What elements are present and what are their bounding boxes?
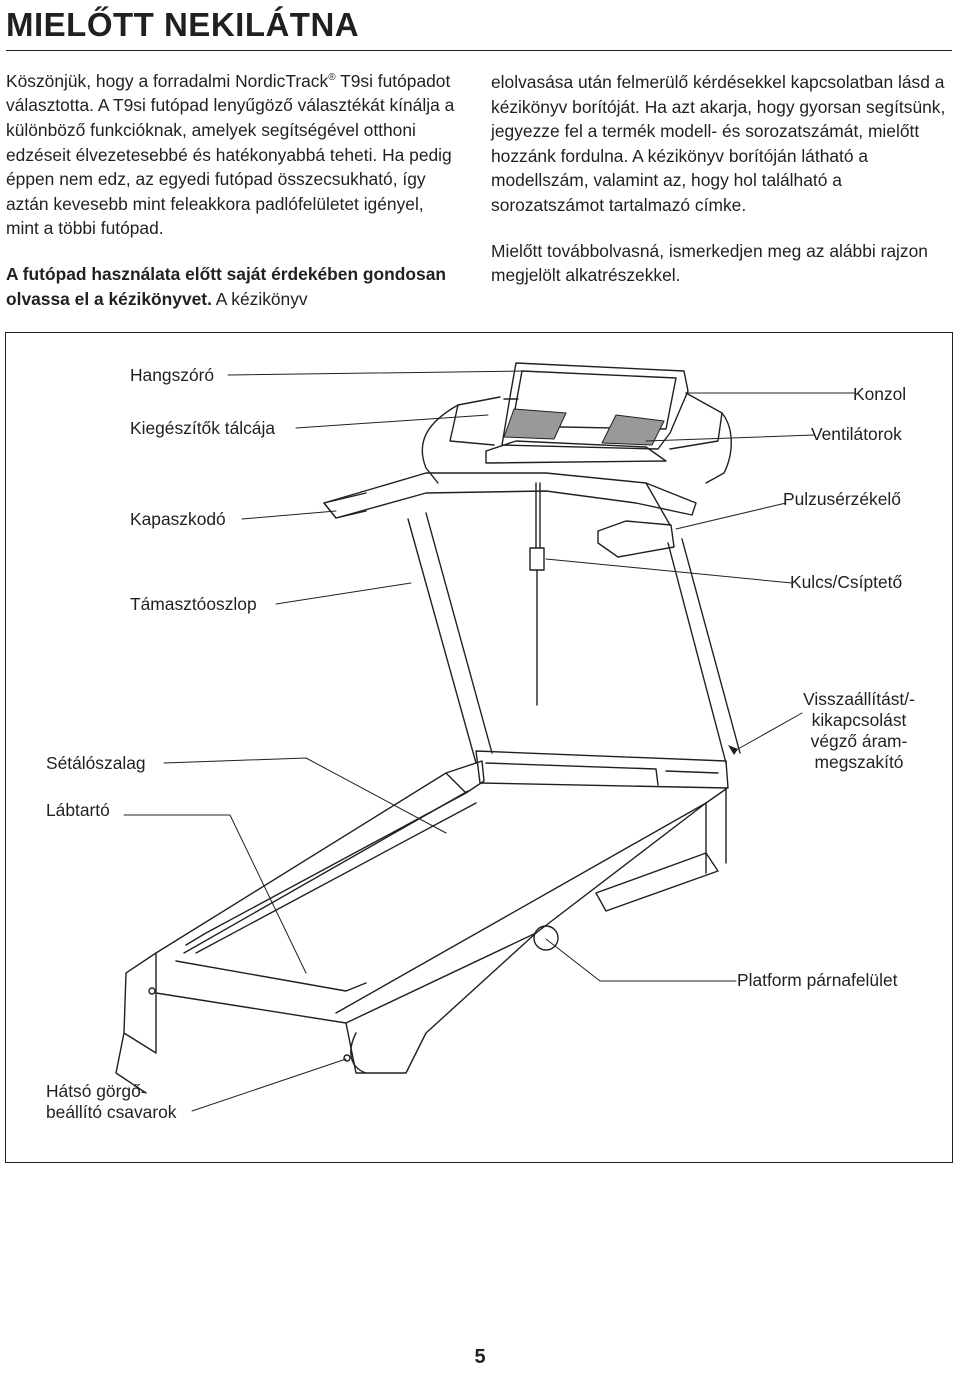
- label-upright: Támasztóoszlop: [130, 594, 257, 614]
- key-clip-shape: [529, 547, 545, 571]
- roller-bolt-right: [343, 1054, 351, 1062]
- page-number: 5: [474, 1346, 486, 1368]
- cushion-mark: [533, 925, 559, 951]
- left-upright: [407, 512, 493, 764]
- console-shape: [449, 362, 723, 464]
- treadmill-drawing: [115, 362, 855, 1112]
- label-console: Konzol: [853, 384, 907, 404]
- reset-breaker-housing: [595, 852, 719, 912]
- registered-mark: ®: [328, 72, 336, 83]
- treadmill-diagram: Hangszóró Kiegészítők tálcája Kapaszkodó…: [5, 332, 953, 1163]
- deck-shape: [123, 760, 727, 1074]
- label-rear-roller-bolts-line-2: beállító csavarok: [46, 1102, 177, 1122]
- frame-left-top: [421, 404, 459, 484]
- roller-bolt-left: [148, 987, 156, 995]
- label-reset-breaker-line-3: végző áram-: [810, 731, 908, 751]
- frame-right-lower: [705, 788, 727, 874]
- intro-right-column: elolvasása után felmerülő kérdésekkel ka…: [491, 70, 949, 309]
- label-key-clip: Kulcs/Csíptető: [790, 572, 903, 592]
- leader-lines: [123, 370, 855, 1112]
- label-handrail: Kapaszkodó: [130, 509, 226, 529]
- label-reset-breaker-line-4: megszakító: [814, 752, 904, 772]
- intro-paragraph-4: Mielőtt továbbolvasná, ismerkedjen meg a…: [491, 240, 928, 286]
- label-foot-rail: Lábtartó: [46, 800, 110, 820]
- label-fans: Ventilátorok: [811, 424, 902, 444]
- title-rule: [6, 50, 952, 51]
- warning-read-manual: A futópad használata előtt saját érdekéb…: [6, 263, 446, 309]
- motor-hood: [475, 750, 729, 789]
- handrail-shape: [323, 472, 697, 558]
- label-walking-belt: Sétálószalag: [46, 753, 146, 773]
- intro-p1-rest: T9si futópadot választotta. A T9si futóp…: [6, 70, 455, 239]
- label-reset-breaker: Visszaállítást/- kikapcsolást végző áram…: [784, 689, 934, 773]
- label-reset-breaker-line-2: kikapcsolást: [811, 710, 907, 730]
- rear-roller-left: [115, 1032, 147, 1094]
- frame-right-top: [705, 412, 732, 484]
- intro-p1-start: Köszönjük, hogy a forradalmi NordicTrack: [6, 70, 329, 91]
- key-cord: [535, 482, 541, 549]
- label-rear-roller-bolts-line-1: Hátsó görgő-: [46, 1081, 147, 1101]
- right-upright: [667, 538, 741, 764]
- intro-paragraph-3: elolvasása után felmerülő kérdésekkel ka…: [491, 72, 946, 215]
- label-speaker: Hangszóró: [130, 365, 215, 385]
- label-pulse-sensor: Pulzusérzékelő: [783, 489, 901, 509]
- label-accessory-tray: Kiegészítők tálcája: [130, 418, 276, 438]
- intro-paragraph-1: Köszönjük, hogy a forradalmi NordicTrack…: [6, 66, 461, 241]
- intro-left-column: Köszönjük, hogy a forradalmi NordicTrack…: [6, 66, 461, 332]
- label-reset-breaker-line-1: Visszaállítást/-: [803, 689, 915, 709]
- page-title: MIELŐTT NEKILÁTNA: [6, 6, 360, 43]
- intro-paragraph-2: A futópad használata előtt saját érdekéb…: [6, 262, 461, 311]
- breaker-arrow: [728, 745, 738, 755]
- intro-p2-rest: A kézikönyv: [211, 288, 308, 309]
- label-rear-roller-bolts: Hátsó görgő- beállító csavarok: [46, 1081, 177, 1123]
- label-platform-cushion: Platform párnafelület: [737, 970, 898, 990]
